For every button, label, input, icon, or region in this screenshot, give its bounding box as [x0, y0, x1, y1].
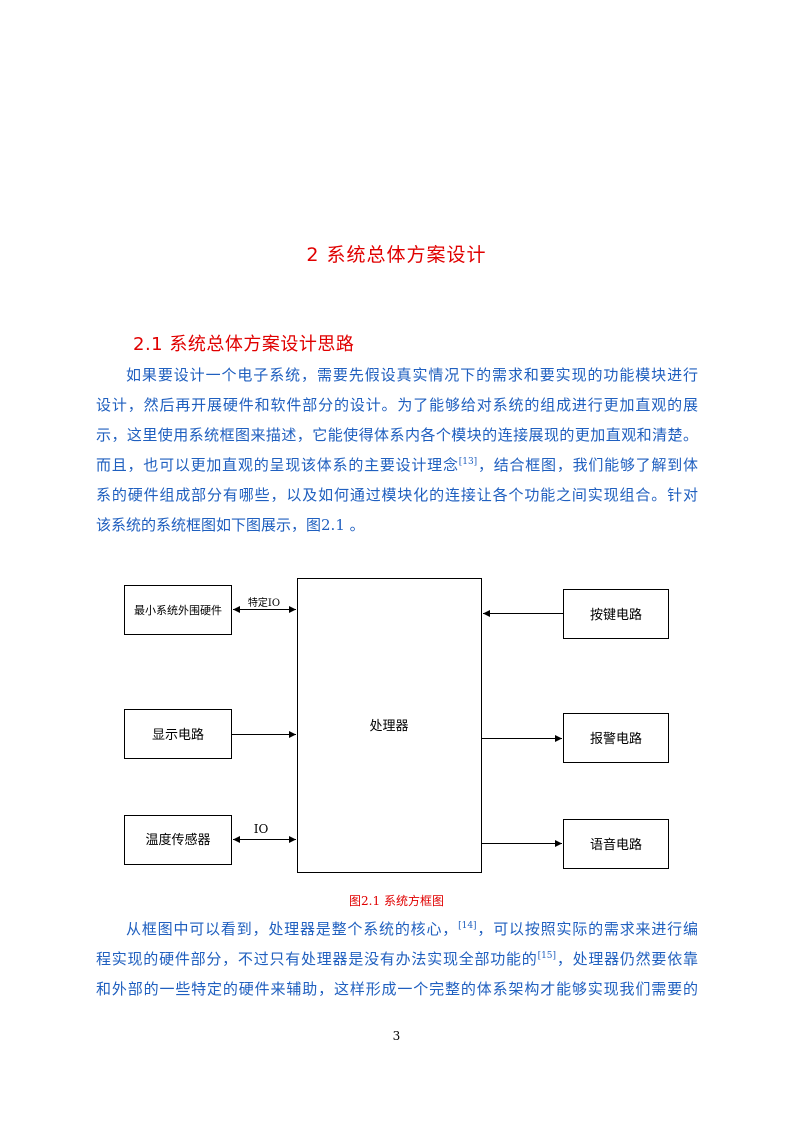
paragraph-line: 程实现的硬件部分，不过只有处理器是没有办法实现全部功能的[15]，处理器仍然要依… [96, 944, 698, 974]
paragraph-line: 而且，也可以更加直观的呈现该体系的主要设计理念[13]，结合框图，我们能够了解到… [96, 450, 698, 480]
alarm-box [563, 713, 669, 763]
paragraph-analysis: 从框图中可以看到，处理器是整个系统的核心，[14]，可以按照实际的需求来进行编 … [96, 914, 698, 1004]
paragraph-line: 示，这里使用系统框图来描述，它能使得体系内各个模块的连接展现的更加直观和清楚。 [96, 426, 698, 444]
citation-13: [13] [458, 457, 478, 467]
paragraph-line: 设计，然后再开展硬件和软件部分的设计。为了能够给对系统的组成进行更加直观的展 [96, 396, 698, 414]
text-run: 而且，也可以更加直观的呈现该体系的主要设计理念 [96, 456, 459, 474]
text-run: ，处理器仍然要依靠 [556, 950, 698, 968]
citation-15: [15] [537, 951, 557, 961]
temp-label: 温度传感器 [145, 832, 210, 848]
display-label: 显示电路 [152, 727, 204, 743]
text-run: ，可以按照实际的需求来进行编 [476, 920, 698, 938]
text-run: 程实现的硬件部分，不过只有处理器是没有办法实现全部功能的 [96, 950, 538, 968]
voice-box [563, 819, 669, 869]
minsys-box [124, 585, 232, 635]
section-title: 2.1 系统总体方案设计思路 [133, 334, 355, 355]
display-box [124, 709, 232, 759]
paragraph-intro: 如果要设计一个电子系统，需要先假设真实情况下的需求和要实现的功能模块进行 设计，… [96, 360, 698, 540]
paragraph-line: 从框图中可以看到，处理器是整个系统的核心，[14]，可以按照实际的需求来进行编 [96, 914, 698, 944]
special-io-label: 特定IO [248, 596, 280, 609]
keys-label: 按键电路 [590, 607, 642, 623]
paragraph-line: 和外部的一些特定的硬件来辅助，这样形成一个完整的体系架构才能够实现我们需要的 [96, 980, 698, 998]
text-run: ，结合框图，我们能够了解到体 [477, 456, 698, 474]
paragraph-line: 该系统的系统框图如下图展示，图2.1 。 [96, 516, 365, 534]
chapter-title: 2 系统总体方案设计 [306, 244, 487, 266]
processor-label: 处理器 [369, 719, 408, 734]
alarm-label: 报警电路 [590, 731, 642, 747]
paragraph-line: 系的硬件组成部分有哪些，以及如何通过模块化的连接让各个功能之间实现组合。针对 [96, 486, 698, 504]
citation-14: [14] [458, 921, 477, 931]
text-run: 从框图中可以看到，处理器是整个系统的核心， [126, 920, 459, 938]
io-label: IO [254, 822, 269, 836]
temp-box [124, 815, 232, 865]
figure-caption: 图2.1 系统方框图 [349, 894, 444, 908]
processor-box [297, 578, 482, 873]
paragraph-line: 如果要设计一个电子系统，需要先假设真实情况下的需求和要实现的功能模块进行 [126, 366, 698, 384]
keys-box [563, 589, 669, 639]
minsys-label: 最小系统外围硬件 [134, 604, 222, 617]
voice-label: 语音电路 [590, 837, 642, 853]
page-number: 3 [392, 1029, 401, 1043]
